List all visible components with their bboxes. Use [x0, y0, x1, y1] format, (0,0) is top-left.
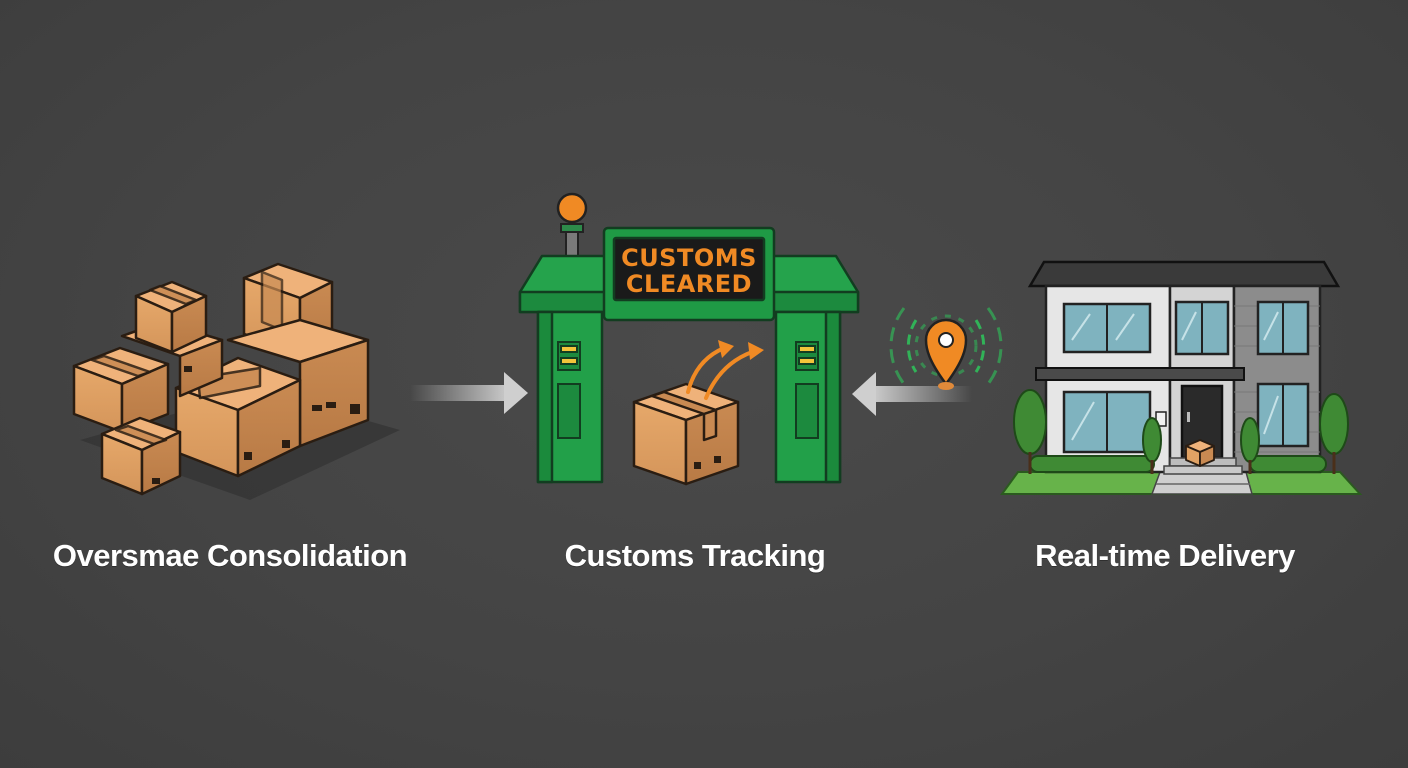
sign-line-2: CLEARED	[626, 270, 752, 298]
delivered-package-icon	[1185, 439, 1215, 467]
step-label-real-time-delivery: Real-time Delivery	[1035, 538, 1295, 573]
sign-line-1: CUSTOMS	[621, 244, 757, 272]
step-label-customs-tracking: Customs Tracking	[564, 538, 826, 573]
step-label-consolidation: Oversmae Consolidation	[52, 538, 408, 573]
beacon-light-icon	[556, 192, 588, 224]
